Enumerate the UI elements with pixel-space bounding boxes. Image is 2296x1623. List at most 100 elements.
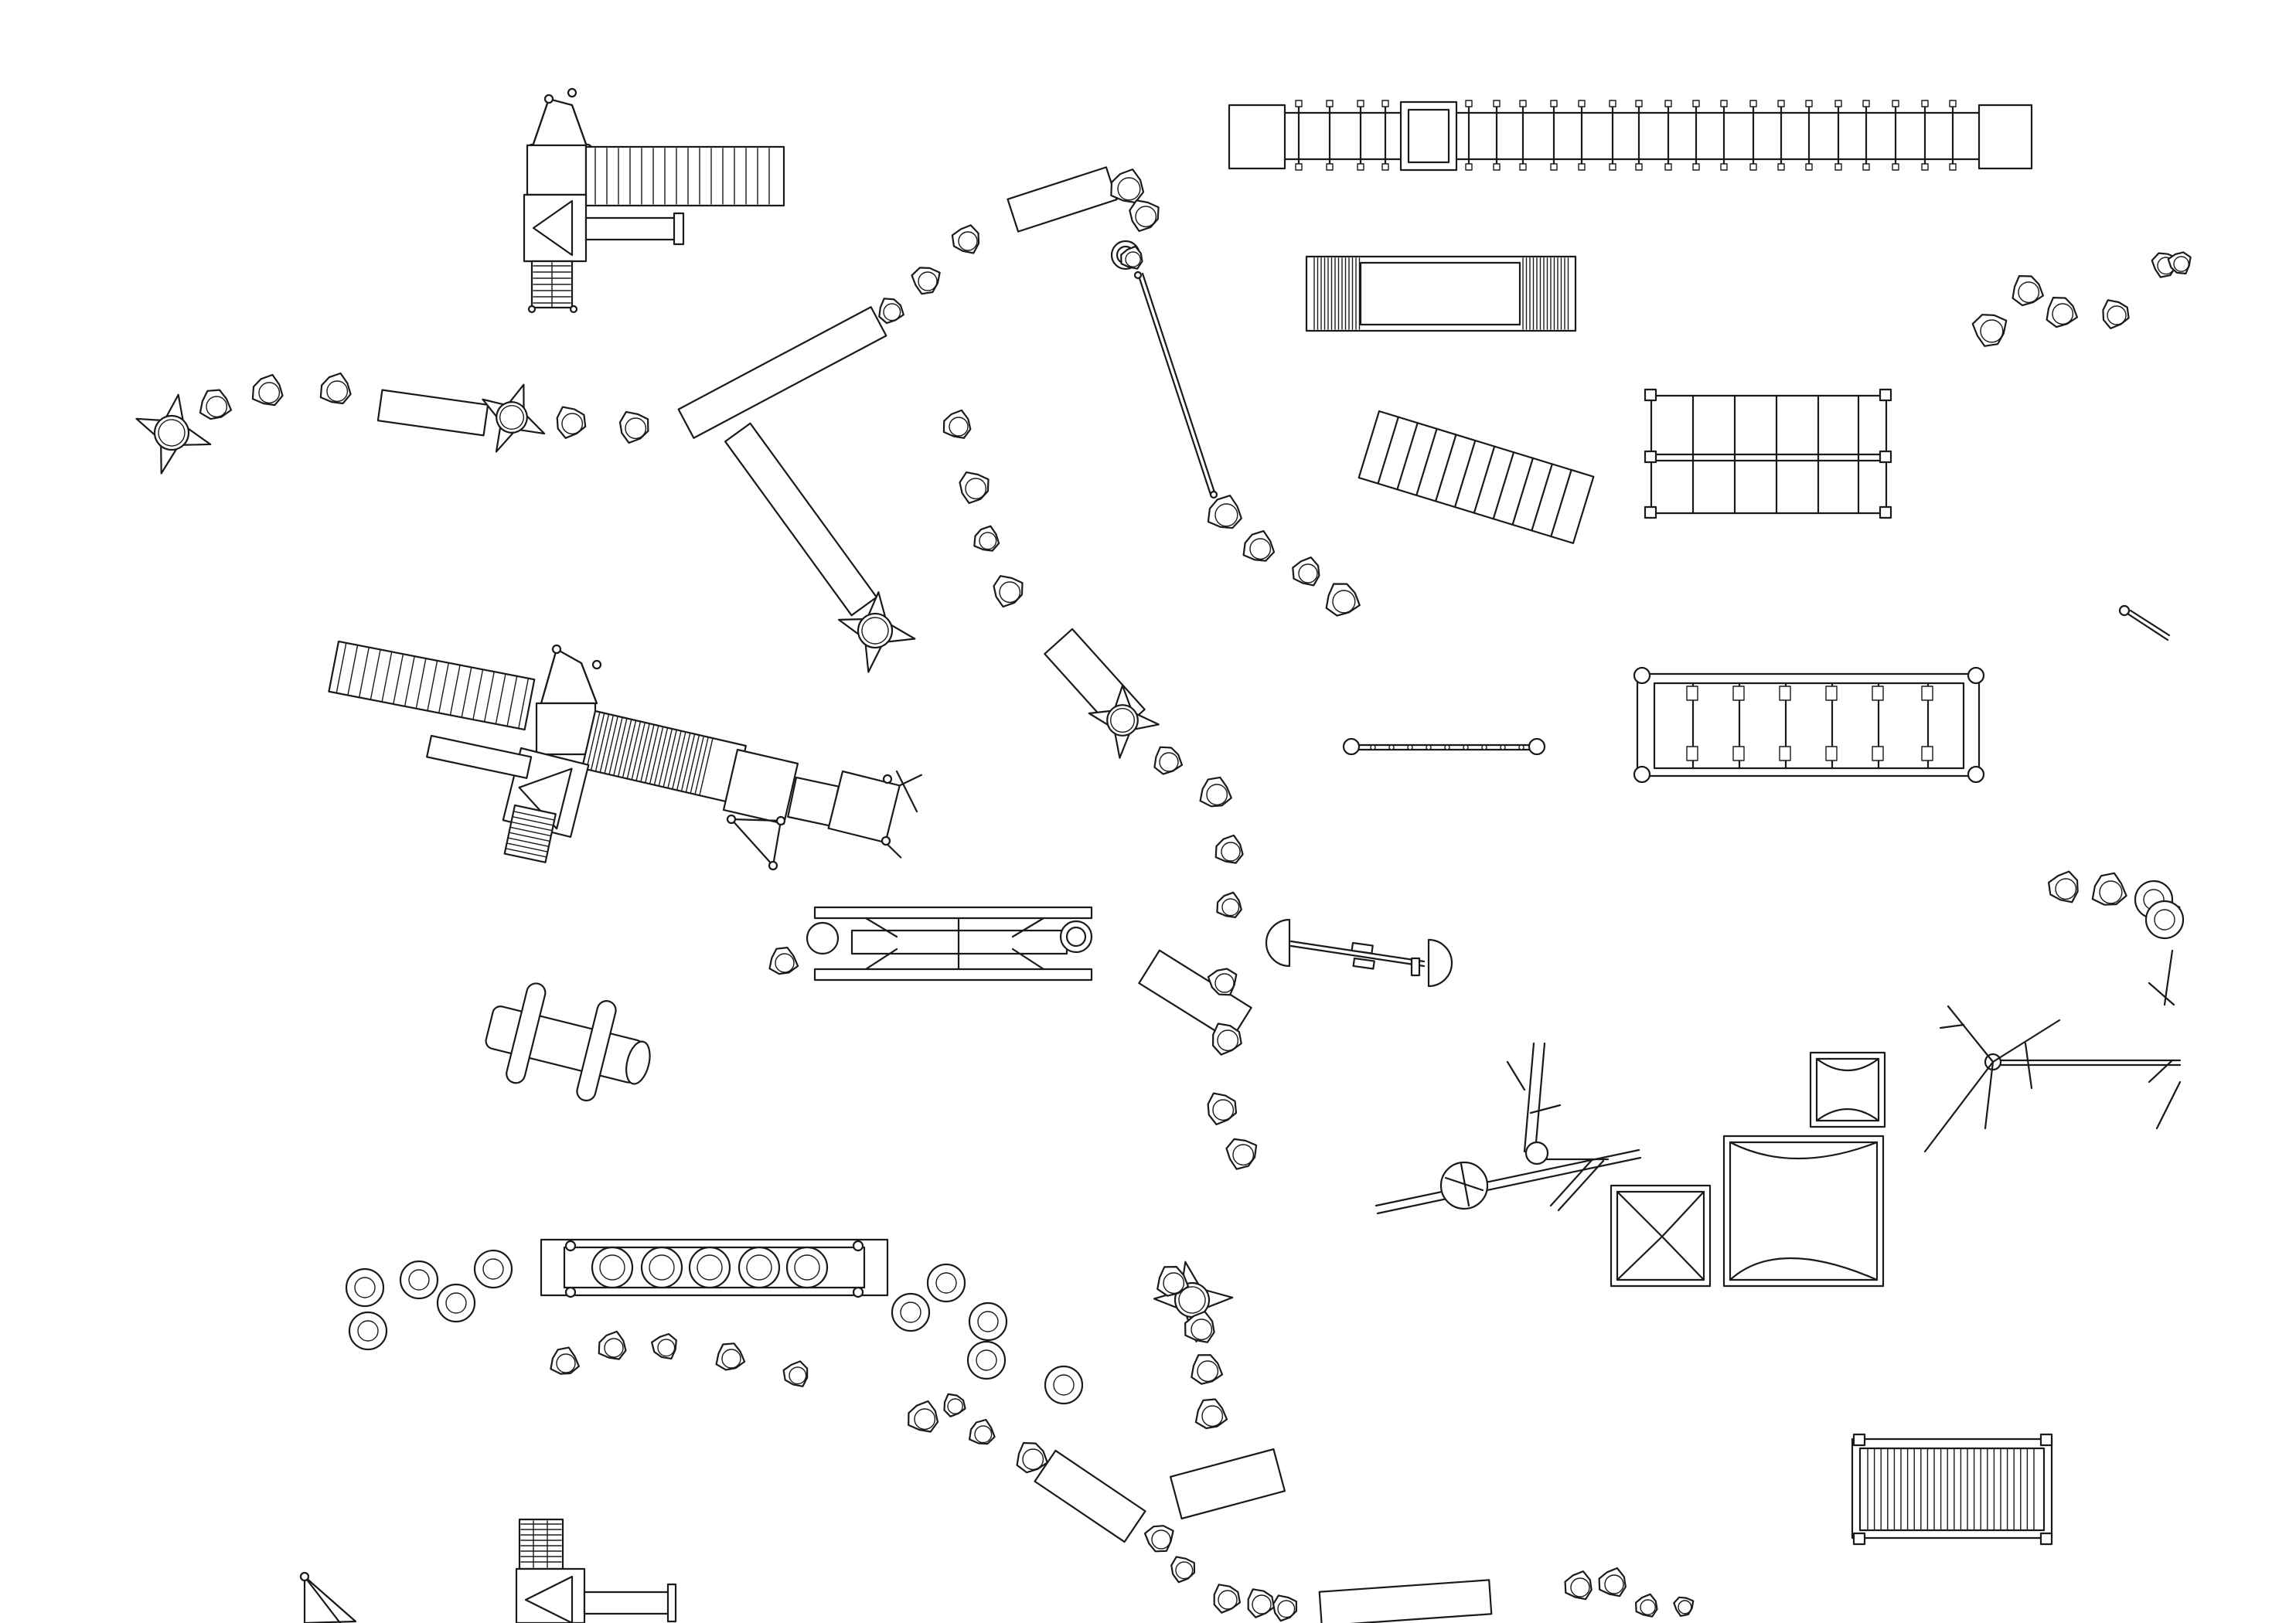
stepping-stone-inner — [1022, 1448, 1044, 1471]
balance-beam — [1170, 1448, 1286, 1520]
tube-rib — [594, 713, 610, 772]
hoop-bracket — [1779, 686, 1791, 701]
stump-ring — [499, 404, 525, 430]
tyre-hole — [408, 1269, 430, 1291]
tyre-hole — [794, 1254, 820, 1281]
stepping-stones — [199, 168, 2192, 1622]
stepping-stone-inner — [965, 478, 987, 500]
balance-beam — [1138, 949, 1252, 1042]
bridge-slat — [370, 648, 381, 700]
ladder-rung — [1473, 445, 1496, 514]
stepping-stone-inner — [2055, 878, 2077, 900]
bridge-slat — [415, 658, 427, 709]
rail-post-cap — [1921, 163, 1929, 171]
rail-post-cap — [1326, 100, 1334, 107]
tyre-hole — [2154, 909, 2175, 931]
tube-rib — [690, 735, 705, 794]
stepping-stone — [1216, 891, 1242, 919]
balance-beam — [677, 306, 887, 439]
ladder-rung — [1396, 422, 1419, 491]
rail-post-cap — [1777, 163, 1785, 171]
bridge-slat — [472, 669, 484, 720]
tube-rib — [653, 726, 669, 786]
tyre — [966, 1340, 1007, 1380]
ladder-rung — [513, 811, 555, 821]
rail-post-cap — [1326, 163, 1334, 171]
rail-post-cap — [1357, 100, 1364, 107]
rail-post-cap — [1834, 163, 1842, 171]
rail-post-cap — [1720, 163, 1728, 171]
spiked-stump — [482, 383, 546, 453]
stepping-stone-inner — [958, 231, 978, 251]
tyre-hole — [746, 1254, 772, 1281]
stump-top — [496, 401, 528, 434]
tube-rib — [680, 733, 696, 792]
rope-knot — [1444, 744, 1450, 750]
tyre-hole — [977, 1311, 999, 1332]
rail-post-cap — [1493, 163, 1501, 171]
stepping-stone-inner — [1252, 1594, 1272, 1614]
stepping-stone-inner — [1604, 1574, 1624, 1594]
stepping-stone-inner — [1214, 973, 1235, 993]
hoop-bracket — [1872, 746, 1884, 761]
rail-post-cap — [1949, 100, 1957, 107]
rope-knot — [1500, 744, 1506, 750]
bridge-slat — [449, 664, 461, 716]
ladder-rung — [1377, 416, 1399, 485]
tyre-hole — [482, 1258, 504, 1280]
stepping-stone-inner — [1201, 1405, 1224, 1427]
stepping-stone-inner — [1163, 1272, 1185, 1295]
stump-ring — [1109, 707, 1136, 733]
stepping-stone-inner — [1212, 1099, 1235, 1121]
bridge-slat — [381, 651, 393, 703]
hoop-bracket — [1921, 746, 1933, 761]
ladder-rung — [1415, 427, 1438, 496]
tyre-hole — [697, 1254, 723, 1281]
hoop-bracket — [1825, 746, 1838, 761]
rope-swing — [1110, 240, 1218, 499]
hoop-bracket — [1872, 686, 1884, 701]
tyre — [591, 1246, 634, 1289]
tyre — [1044, 1365, 1084, 1405]
hoop-bracket — [1686, 746, 1698, 761]
tyre — [473, 1249, 513, 1289]
rail-post-cap — [1692, 100, 1700, 107]
rail-post-cap — [1465, 163, 1473, 171]
stepping-stone — [908, 1400, 939, 1433]
rope-knot — [1370, 744, 1376, 750]
tube-rib — [645, 725, 659, 784]
tyre — [738, 1246, 781, 1289]
bridge-slat — [358, 646, 370, 699]
wooden-slat-bridge — [1305, 255, 1577, 332]
rail-post-cap — [1635, 100, 1643, 107]
rail-post-cap — [1519, 163, 1527, 171]
bridge-slat — [518, 678, 530, 730]
tyre-hole — [599, 1254, 625, 1281]
spiked-stump — [1153, 1261, 1234, 1342]
bridge-slat — [336, 642, 347, 694]
tree-climber — [1923, 949, 2182, 1153]
tyre — [2144, 900, 2185, 940]
hoop-bracket — [1686, 686, 1698, 701]
stepping-stone — [1207, 495, 1242, 529]
ladder-rung — [510, 821, 553, 832]
stepping-stone — [1598, 1567, 1627, 1597]
stepping-stone — [951, 224, 980, 254]
stepping-stone — [319, 372, 352, 405]
rail-post-cap — [1720, 100, 1728, 107]
stepping-stone-inner — [949, 417, 969, 437]
horizontal-ladder — [1358, 410, 1595, 544]
tyre — [640, 1246, 683, 1289]
tube-rib — [649, 726, 664, 784]
stepping-stone-inner — [914, 1408, 936, 1431]
hoop-bracket — [1732, 746, 1745, 761]
bridge-slat — [427, 660, 438, 712]
slatted-bridge — [1851, 1433, 2053, 1546]
tyre — [348, 1311, 388, 1351]
stepping-stone-inner — [789, 1366, 807, 1385]
rail-post-cap — [1295, 100, 1303, 107]
rail-post-cap — [1749, 100, 1757, 107]
rail-post-cap — [1465, 100, 1473, 107]
